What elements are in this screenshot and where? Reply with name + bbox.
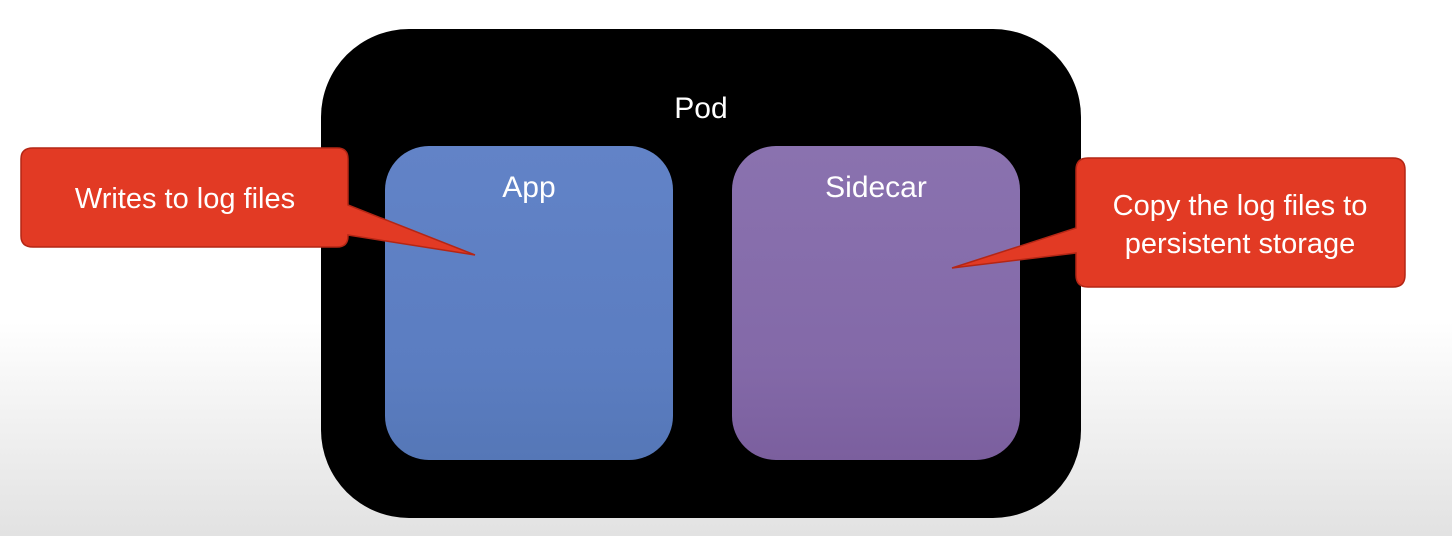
right-callout-line-2: persistent storage	[1124, 228, 1356, 260]
left-callout	[20, 147, 476, 256]
left-callout-text: Writes to log files	[74, 183, 296, 215]
app-container: App	[385, 146, 673, 460]
pod-label: Pod	[674, 92, 728, 125]
right-callout-text: Copy the log files to persistent storage	[1076, 187, 1404, 263]
app-label: App	[502, 171, 556, 204]
right-callout-line-1: Copy the log files to	[1112, 190, 1368, 222]
sidecar-container: Sidecar	[732, 146, 1020, 460]
right-callout	[951, 157, 1406, 288]
sidecar-label: Sidecar	[825, 171, 927, 204]
